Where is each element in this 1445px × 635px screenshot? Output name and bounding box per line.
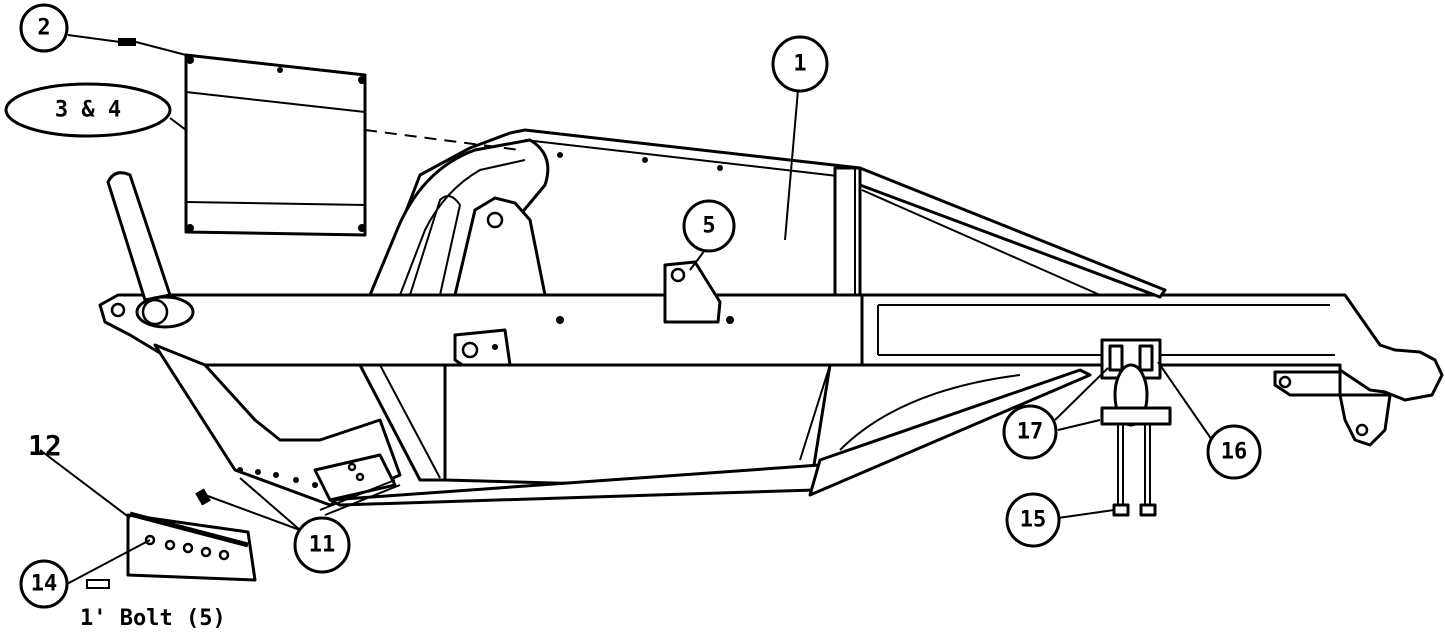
callout-14: 14 xyxy=(19,559,69,609)
cover-panel xyxy=(184,53,521,237)
diagonal-brace xyxy=(858,166,1167,299)
lower-frame xyxy=(153,343,1092,516)
callout-17: 17 xyxy=(1002,404,1058,460)
svg-text:17: 17 xyxy=(1017,420,1044,445)
callout-16: 16 xyxy=(1206,424,1262,480)
main-beam xyxy=(98,293,864,372)
callout-1: 1 xyxy=(771,35,829,93)
svg-text:12: 12 xyxy=(28,429,62,462)
callout-11: 11 xyxy=(293,516,351,574)
main-body-panel xyxy=(368,128,862,297)
leader-lines xyxy=(39,34,1213,589)
bracket-5 xyxy=(663,260,722,324)
bolt-note: 1' Bolt (5) xyxy=(80,606,226,631)
svg-text:5: 5 xyxy=(702,214,715,239)
svg-text:14: 14 xyxy=(31,572,58,597)
svg-text:2: 2 xyxy=(37,16,50,41)
callout-3-and-4: 3 & 4 xyxy=(4,82,172,138)
svg-text:3 & 4: 3 & 4 xyxy=(55,98,121,123)
callout-15: 15 xyxy=(1005,492,1061,548)
svg-text:1: 1 xyxy=(793,52,806,77)
plate-12 xyxy=(126,488,257,582)
svg-text:11: 11 xyxy=(309,533,336,558)
handle-bar xyxy=(106,171,195,329)
clamp-assembly xyxy=(1100,338,1172,517)
callout-2: 2 xyxy=(19,3,69,53)
callout-5: 5 xyxy=(682,199,736,253)
callout-12: 12 xyxy=(28,429,62,462)
svg-text:15: 15 xyxy=(1020,508,1047,533)
svg-text:16: 16 xyxy=(1221,440,1248,465)
